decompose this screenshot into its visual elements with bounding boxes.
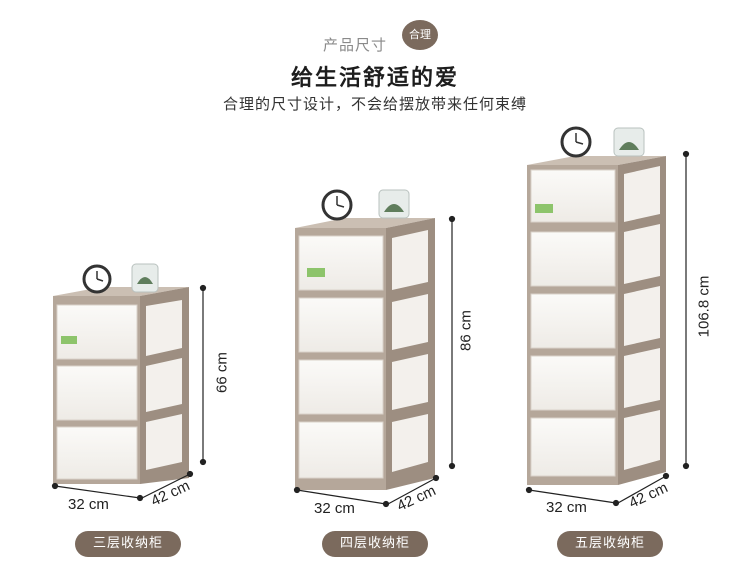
product-label-four-tier: 四层收纳柜 (322, 531, 428, 557)
cabinet-three-tier (53, 263, 189, 484)
height-label-four-tier: 86 cm (457, 310, 475, 351)
cabinet-five-tier (527, 126, 666, 485)
eyebrow-text: 产品尺寸 (322, 36, 387, 54)
header-eyebrow: 产品尺寸 (0, 34, 750, 55)
subhead: 合理的尺寸设计，不会给摆放带来任何束缚 (222, 95, 527, 113)
product-label-three-tier: 三层收纳柜 (75, 531, 181, 557)
badge: 合理 (402, 20, 438, 50)
height-label-three-tier: 66 cm (213, 352, 231, 393)
cabinet-four-tier (295, 189, 435, 490)
headline: 给生活舒适的爱 (290, 66, 459, 91)
width-label-five-tier: 32 cm (546, 499, 587, 516)
product-label-five-tier: 五层收纳柜 (557, 531, 663, 557)
height-label-five-tier: 106.8 cm (695, 275, 713, 338)
dimension-lines (51, 150, 690, 508)
width-label-three-tier: 32 cm (68, 496, 109, 513)
width-label-four-tier: 32 cm (314, 500, 355, 517)
